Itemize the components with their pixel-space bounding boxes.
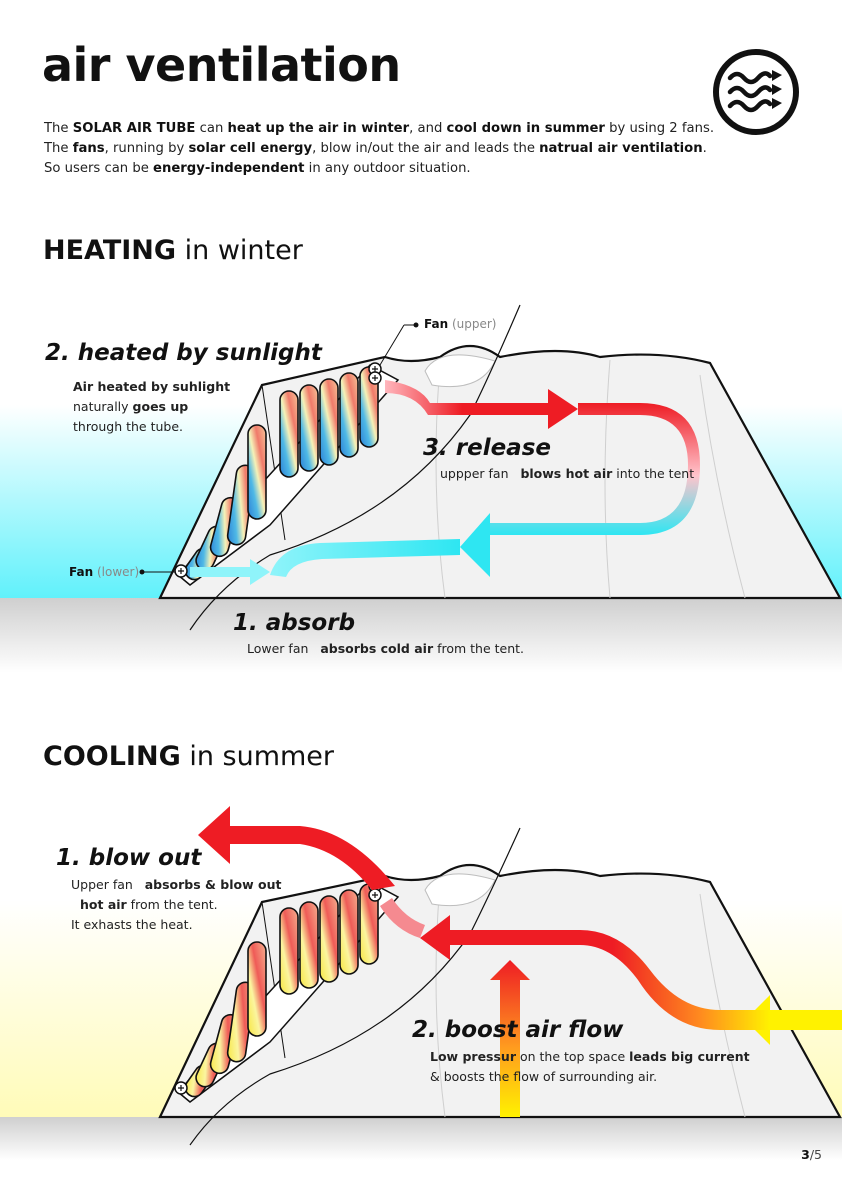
intro-text: The SOLAR AIR TUBE can heat up the air i… <box>44 119 714 179</box>
tent-frame-line <box>261 384 286 541</box>
cooling-step2-line1a: Low pressur <box>430 1049 516 1064</box>
cooling-step1-line2a: hot air <box>80 897 127 912</box>
fan-lower-dot <box>139 569 145 575</box>
fan-lower-name: Fan <box>69 565 94 579</box>
solar-air-tube-coils <box>184 883 379 1098</box>
cooling-step1-desc: Upper fan absorbs & blow out hot air fro… <box>71 875 281 935</box>
heating-step2-line2b: goes up <box>132 399 189 414</box>
tent-door-line <box>189 304 521 631</box>
fan-lower-icon <box>174 564 188 578</box>
intro-line1-segment: SOLAR AIR TUBE <box>72 121 196 136</box>
intro-line2-segment: natrual air ventilation <box>539 141 703 156</box>
fan-upper-icon <box>368 362 382 385</box>
warm-air-arrowhead-in <box>745 995 842 1045</box>
intro-line-3: So users can be energy-independent in an… <box>44 159 714 179</box>
heating-diagram <box>0 304 842 673</box>
cooling-heading: COOLING in summer <box>43 741 334 772</box>
cooling-step1-line1b: absorbs & blow out <box>144 877 282 892</box>
intro-line3-segment: energy-independent <box>153 161 305 176</box>
fan-upper-dot <box>413 322 419 328</box>
intro-line1-segment: cool down in summer <box>446 121 605 136</box>
fan-upper-name: Fan <box>424 317 449 331</box>
heating-step1-b: absorbs cold air <box>320 641 434 656</box>
heating-step3-c: into the tent <box>612 466 695 481</box>
heating-step1-c: from the tent. <box>433 641 525 656</box>
intro-line2-segment: , running by <box>104 141 189 156</box>
heating-step2-line1: Air heated by suhlight <box>73 379 231 394</box>
tent-frame-line <box>261 901 286 1059</box>
page-total: /5 <box>809 1147 822 1162</box>
intro-line1-segment: , and <box>409 121 447 136</box>
tent-door-line <box>189 827 521 1146</box>
heating-heading: HEATING in winter <box>43 235 303 266</box>
intro-line2-segment: solar cell energy <box>188 141 313 156</box>
cold-air-arrow-absorb <box>270 539 460 577</box>
hot-air-to-fan <box>380 898 425 938</box>
fan-upper-label: Fan (upper) <box>424 317 496 331</box>
page-current: 3 <box>801 1147 810 1162</box>
cooling-step1-line3: It exhasts the heat. <box>71 917 193 932</box>
ground <box>0 598 842 673</box>
heating-step3-b: blows hot air <box>520 466 613 481</box>
intro-line-1: The SOLAR AIR TUBE can heat up the air i… <box>44 119 714 139</box>
heating-step1-desc: Lower fan absorbs cold air from the tent… <box>247 639 524 659</box>
cooling-step2-title: 2. boost air flow <box>412 1017 624 1043</box>
heating-step1-a: Lower fan <box>247 641 321 656</box>
intro-line1-segment: The <box>44 121 73 136</box>
intro-line2-segment: , blow in/out the air and leads the <box>312 141 540 156</box>
ground <box>0 1117 842 1160</box>
cooling-heading-light: in summer <box>180 741 335 772</box>
warm-air-arrow-inflow <box>420 915 770 1030</box>
heating-step3-title: 3. release <box>423 435 551 461</box>
cooling-step2-line1b: on the top space <box>516 1049 630 1064</box>
fan-lower-icon <box>174 1081 188 1095</box>
fan-lower-note: (lower) <box>93 565 140 579</box>
air-waves-icon <box>713 49 799 135</box>
intro-line2-segment: fans <box>72 141 105 156</box>
cooling-diagram <box>0 806 842 1160</box>
cold-air-arrowhead <box>460 513 490 577</box>
rising-air-arrow <box>490 960 530 1117</box>
heating-step2-line2a: naturally <box>73 399 133 414</box>
heating-step3-a: uppper fan <box>440 466 521 481</box>
solar-air-tube-coils <box>184 366 379 581</box>
intro-line-2: The fans, running by solar cell energy, … <box>44 139 714 159</box>
heating-step2-line3: through the tube. <box>73 419 183 434</box>
heating-heading-light: in winter <box>176 235 303 266</box>
heating-step3-desc: uppper fan blows hot air into the tent <box>440 464 694 484</box>
air-loop-arrow <box>490 403 700 535</box>
intro-line2-segment: . <box>702 141 707 156</box>
cooling-step1-line1a: Upper fan <box>71 877 145 892</box>
intro-line3-segment: So users can be <box>44 161 154 176</box>
cooling-heading-strong: COOLING <box>43 741 181 772</box>
intro-line2-segment: The <box>44 141 73 156</box>
cooling-step1-title: 1. blow out <box>56 845 202 871</box>
hot-air-arrow-release <box>385 380 578 429</box>
cooling-step2-line1c: leads big current <box>629 1049 750 1064</box>
intro-line1-segment: can <box>195 121 228 136</box>
heating-step2-title: 2. heated by sunlight <box>45 340 322 366</box>
cooling-step2-line2: & boosts the flow of surrounding air. <box>430 1069 658 1084</box>
tent-vent <box>424 873 496 907</box>
heating-step2-desc: Air heated by suhlight naturally goes up… <box>73 377 230 437</box>
cooling-step1-line2b: from the tent. <box>126 897 218 912</box>
page-title: air ventilation <box>42 38 401 92</box>
intro-line1-segment: heat up the air in winter <box>227 121 410 136</box>
intro-line1-segment: by using 2 fans. <box>604 121 715 136</box>
fan-upper-note: (upper) <box>448 317 497 331</box>
fan-upper-leader <box>379 324 405 366</box>
intro-line3-segment: in any outdoor situation. <box>304 161 471 176</box>
cold-air-arrow-lower-fan <box>190 559 270 585</box>
heating-step1-title: 1. absorb <box>233 610 356 636</box>
hot-air-arrow-blow-out <box>198 806 395 890</box>
page-number: 3/5 <box>801 1147 822 1162</box>
heating-heading-strong: HEATING <box>43 235 177 266</box>
cooling-step2-desc: Low pressur on the top space leads big c… <box>430 1047 750 1087</box>
fan-lower-label: Fan (lower) <box>69 565 139 579</box>
